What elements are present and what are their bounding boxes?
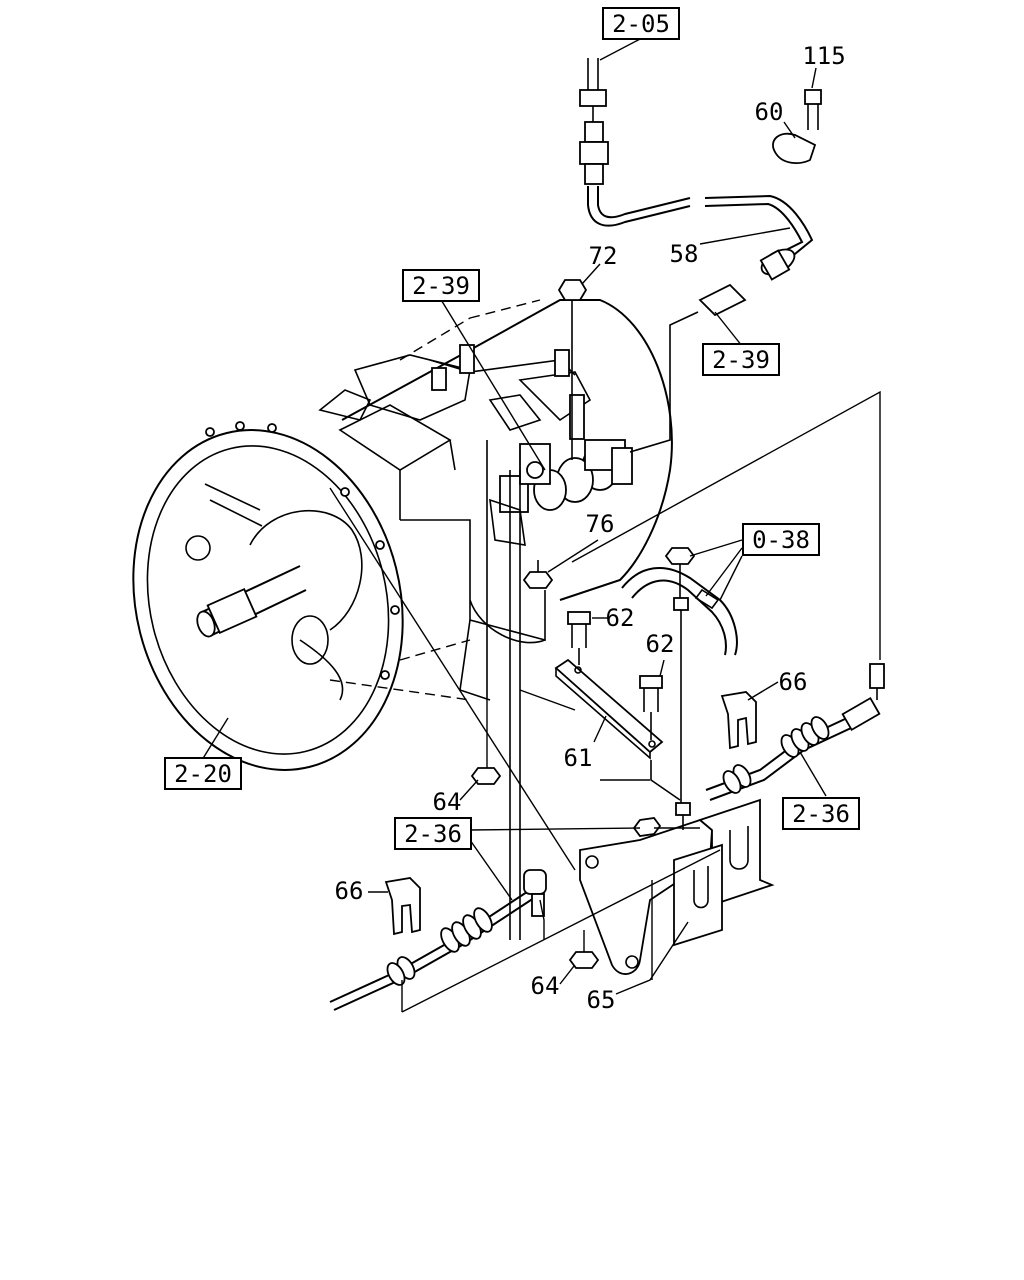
- svg-text:0-38: 0-38: [752, 526, 810, 554]
- nut-0-38: [664, 547, 696, 565]
- leader-lines: [201, 37, 827, 995]
- clamp-60: [772, 132, 817, 164]
- ref-box-2-39-right[interactable]: 2-39: [702, 343, 780, 376]
- pipe-58-right: [704, 194, 814, 259]
- callout-62-b: 62: [646, 630, 675, 658]
- transmission-case-outline: [341, 299, 673, 601]
- bolt-115: [804, 89, 822, 105]
- nut-2-36: [632, 817, 662, 837]
- ref-box-2-36-left[interactable]: 2-36: [394, 817, 472, 850]
- svg-text:2-39: 2-39: [712, 346, 770, 374]
- ref-box-2-36-right[interactable]: 2-36: [782, 797, 860, 830]
- hose-0-38-group: [621, 547, 738, 810]
- clip-66-right: [720, 691, 757, 750]
- air-pipe-group: [557, 58, 822, 460]
- svg-text:2-36: 2-36: [792, 800, 850, 828]
- cable-left: [329, 869, 547, 1011]
- assembly-lines: [329, 390, 881, 1013]
- callout-61: 61: [564, 744, 593, 772]
- ref-box-2-20[interactable]: 2-20: [164, 757, 242, 790]
- callout-66-right: 66: [779, 668, 808, 696]
- bell-housing-outer-ring: [132, 429, 404, 771]
- nut-72: [557, 279, 588, 301]
- callout-72: 72: [589, 242, 618, 270]
- ref-box-0-38[interactable]: 0-38: [742, 523, 820, 556]
- ref-box-2-39-top[interactable]: 2-39: [402, 269, 480, 302]
- bolt-62-a: [567, 611, 591, 625]
- shift-cylinder: [489, 439, 633, 546]
- svg-text:2-05: 2-05: [612, 10, 670, 38]
- clip-66-left: [384, 877, 421, 936]
- bracket-61: [554, 658, 664, 754]
- callout-66-left: 66: [335, 877, 364, 905]
- ref-box-2-05[interactable]: 2-05: [602, 7, 680, 40]
- svg-text:2-20: 2-20: [174, 760, 232, 788]
- nut-64-lower: [568, 951, 600, 969]
- svg-text:2-36: 2-36: [404, 820, 462, 848]
- bracket-65-group: [579, 798, 775, 975]
- bolt-62-b: [639, 675, 663, 689]
- callout-62-a: 62: [606, 604, 635, 632]
- connector-stem: [587, 58, 599, 92]
- callout-115: 115: [802, 42, 845, 70]
- fitting-2-39: [698, 283, 747, 317]
- callout-64-lower: 64: [531, 972, 560, 1000]
- callout-64-upper: 64: [433, 788, 462, 816]
- flange-bolts: [205, 421, 400, 680]
- cable-left-bellows: [386, 907, 493, 986]
- pipe-58-left: [587, 186, 691, 227]
- bracket-61-group: [554, 611, 681, 801]
- callout-76: 76: [586, 510, 615, 538]
- callout-60: 60: [755, 98, 784, 126]
- cable-right: [705, 663, 885, 801]
- callout-65: 65: [587, 986, 616, 1014]
- transmission-assembly: [132, 299, 673, 940]
- svg-text:2-39: 2-39: [412, 272, 470, 300]
- bell-housing-inner-ring: [146, 445, 390, 755]
- nut-76: [522, 571, 554, 589]
- cable-right-bellows: [722, 716, 830, 794]
- nut-64-upper: [470, 767, 502, 785]
- release-hub: [249, 509, 363, 631]
- callout-58: 58: [670, 240, 699, 268]
